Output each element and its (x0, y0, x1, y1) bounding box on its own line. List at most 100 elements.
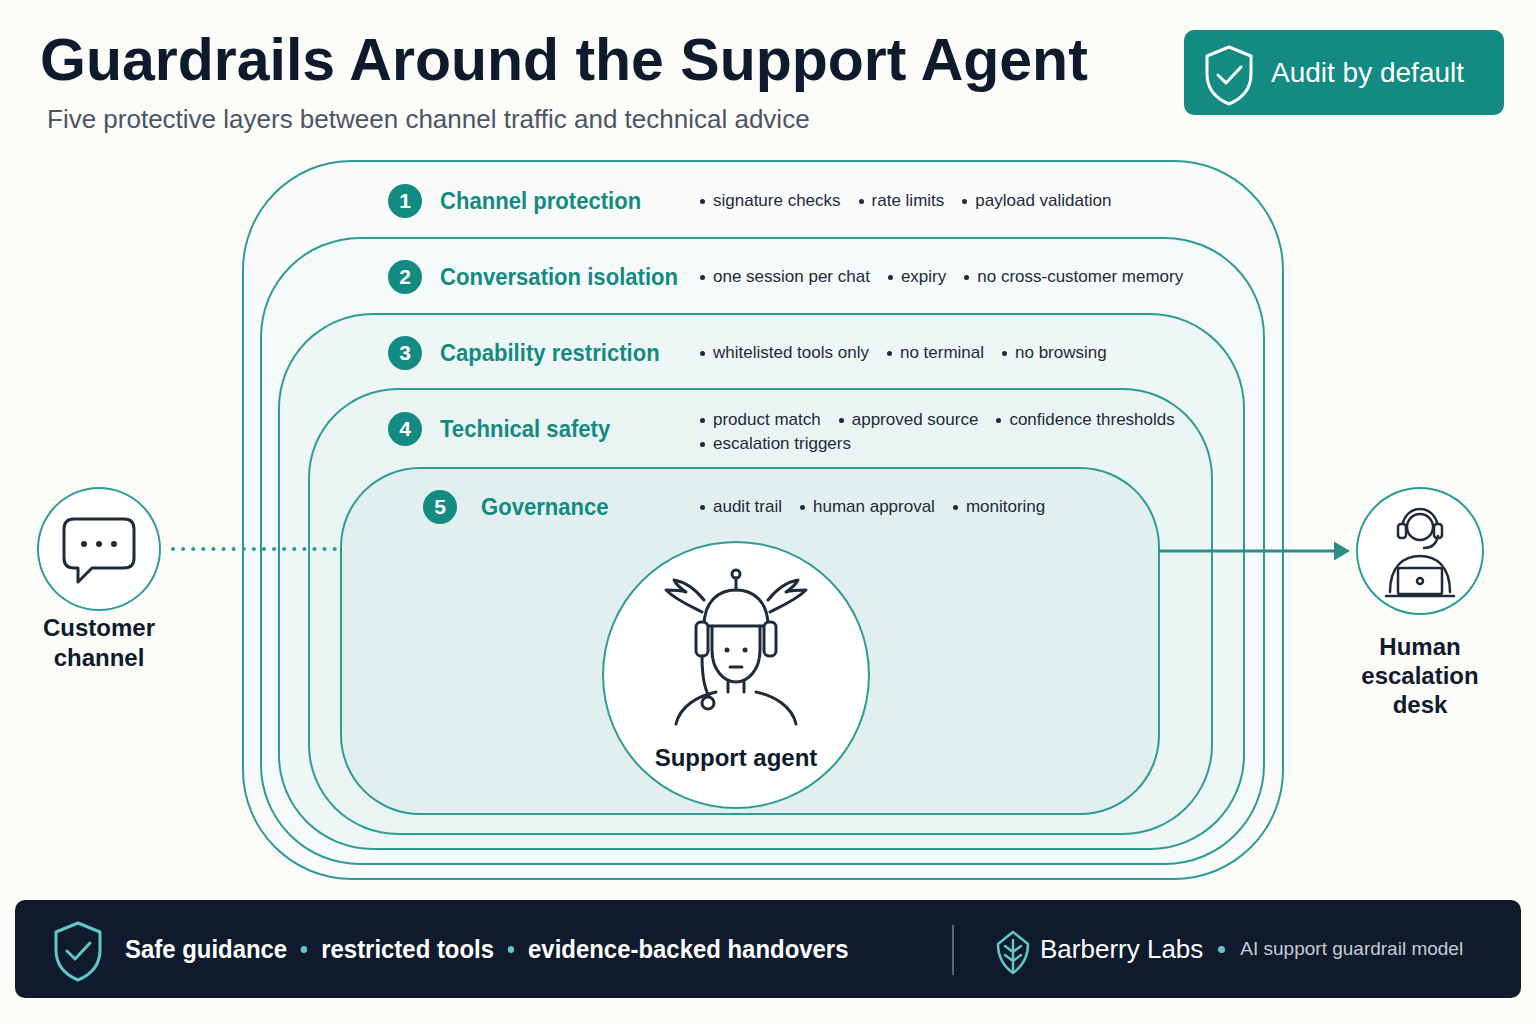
bullet-item: escalation triggers (700, 433, 851, 455)
bullet-item: whitelisted tools only (700, 342, 869, 364)
arrow-head (1334, 541, 1350, 560)
bullet-item: no cross-customer memory (964, 266, 1183, 288)
bullet-list: whitelisted tools only no terminal no brow… (700, 342, 1320, 364)
bullet-item: signature checks (700, 190, 841, 212)
bullet-dot (700, 351, 705, 356)
layer-heading: Technical safety (440, 414, 610, 444)
bullet-item: no terminal (887, 342, 984, 364)
bullet-dot (996, 418, 1001, 423)
footer-text: Barberry Labs (1040, 933, 1203, 965)
guardrail-layer: Channel protectionsignature checksrate l… (242, 160, 1284, 880)
antenna (735, 578, 738, 590)
shield-outline (56, 923, 100, 980)
bullet-item: approved source (839, 409, 979, 431)
leaf-veins (1005, 940, 1021, 973)
bullet-text: one session per chat (713, 266, 870, 288)
laptop-base (1386, 595, 1454, 598)
eye (743, 648, 748, 653)
mic-arm (702, 656, 712, 700)
connector (1160, 541, 1350, 560)
separator-dot (301, 946, 307, 953)
endpoint-label: Human escalation desk (1350, 632, 1490, 719)
eye (725, 648, 730, 653)
diagram-subtitle: Five protective layers between channel t… (47, 104, 810, 134)
separator-dot (1218, 946, 1225, 953)
step-number: 5 (423, 490, 457, 524)
bullet-text: human approval (813, 496, 935, 518)
laptop-screen (1398, 568, 1442, 594)
guardrail-layer: Governanceaudit trailhuman approvalmonit… (340, 467, 1160, 815)
bullet-dot (700, 418, 705, 423)
bullet-text: payload validation (975, 190, 1111, 212)
bullet-item: no browsing (1002, 342, 1107, 364)
connector (173, 549, 338, 550)
step-number: 1 (388, 184, 422, 218)
bullet-dot (700, 275, 705, 280)
bullet-dot (839, 418, 844, 423)
mic (702, 697, 714, 709)
layer-heading: Capability restriction (440, 338, 660, 368)
footer-group: Safe guidance restricted tools evidence-ba… (125, 900, 848, 998)
neck (728, 682, 744, 692)
bullet-list: audit trailhuman approvalmonitoring (700, 496, 1320, 518)
bullet-item: payload validation (962, 190, 1111, 212)
bullet-item: product match (700, 409, 821, 431)
bullet-dot (859, 199, 864, 204)
bullet-text: monitoring (966, 496, 1045, 518)
bullet-item: confidence thresholds (996, 409, 1174, 431)
earcup (1398, 524, 1406, 538)
badge-text: Audit by default (1271, 30, 1464, 115)
bullet-dot (700, 442, 705, 447)
footer-group: Barberry Labs AI support guardrail model (1040, 900, 1463, 998)
step-number-text: 3 (388, 336, 422, 370)
bullet-dot (700, 199, 705, 204)
antenna-tip (732, 570, 740, 578)
shield-outline (1207, 47, 1251, 104)
endpoint-circle: Customer channel (37, 487, 161, 611)
step-number-text: 5 (423, 490, 457, 524)
mouth (730, 666, 742, 669)
headset-mic (1424, 536, 1438, 548)
bullet-dot (888, 275, 893, 280)
bullet-text: signature checks (713, 190, 841, 212)
connector-line (1160, 550, 1334, 553)
layer-heading: Governance (481, 492, 609, 522)
bullet-text: no browsing (1015, 342, 1107, 364)
footer-text: evidence-backed handovers (528, 933, 848, 965)
headset-band (1402, 509, 1438, 530)
footer-text: Safe guidance (125, 933, 287, 965)
layer-heading: Conversation isolation (440, 262, 678, 292)
bullet-item: expiry (888, 266, 946, 288)
bubble-outline (64, 519, 134, 582)
earcup (696, 622, 708, 656)
bullet-text: product match (713, 409, 821, 431)
step-number: 2 (388, 260, 422, 294)
step-number-text: 1 (388, 184, 422, 218)
bullet-item: one session per chat (700, 266, 870, 288)
face (712, 626, 760, 682)
bubble-dot (96, 541, 102, 547)
bullet-list: product match approved source confidence t… (700, 409, 1320, 455)
step-number-text: 4 (388, 412, 422, 446)
bullet-item: rate limits (859, 190, 945, 212)
footer-text: AI support guardrail model (1240, 933, 1463, 965)
earcup (764, 622, 776, 656)
left-wing (666, 580, 704, 612)
footer-text: restricted tools (321, 933, 494, 965)
guardrail-layer: Conversation isolation one session per ch… (260, 237, 1265, 865)
step-number: 3 (388, 336, 422, 370)
human-operator-icon (1386, 509, 1454, 596)
step-number: 4 (388, 412, 422, 446)
bullet-dot (800, 505, 805, 510)
step-number-text: 2 (388, 260, 422, 294)
earcup (1434, 524, 1442, 538)
robot-agent-illustration (666, 570, 806, 724)
brand-leaf-logo (998, 932, 1028, 973)
bullet-text: whitelisted tools only (713, 342, 869, 364)
endpoint-circle: Human escalation desk (1356, 487, 1484, 615)
bullet-item: human approval (800, 496, 935, 518)
badge-box: Audit by default (1184, 30, 1504, 115)
footer-divider (952, 925, 954, 975)
agent-label: Support agent (602, 744, 870, 772)
